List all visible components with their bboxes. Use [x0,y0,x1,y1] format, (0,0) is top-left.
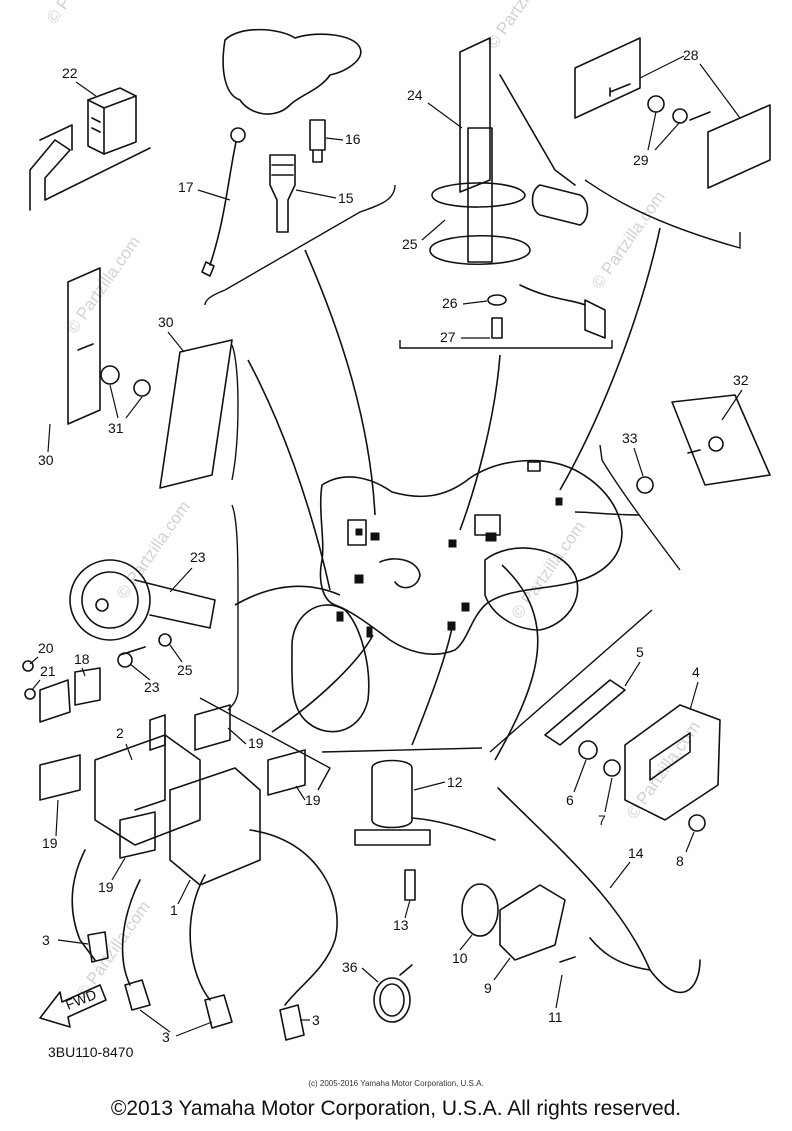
callout-27: 25 [402,236,418,252]
callout-24: 23 [144,679,160,695]
callout-12: 12 [447,774,463,790]
callout-19-coil: 19 [98,879,114,895]
callout-9: 9 [484,980,492,996]
callout-2: 2 [116,725,124,741]
callout-31: 29 [633,152,649,168]
watermark-mid-right: © Partzilla.com [508,518,589,623]
callout-20: 20 [38,640,54,656]
fwd-label: FWD [63,986,99,1013]
callout-1: 1 [170,902,178,918]
callout-18: 18 [74,651,90,667]
part-26-29-fuel-sender [429,37,606,339]
part-32-33-reflectors-left [67,267,233,489]
callout-3-bottom: 3 [162,1029,170,1045]
callout-4: 4 [692,664,700,680]
callout-6: 6 [566,792,574,808]
callout-25: 25 [177,662,193,678]
callout-21: 21 [40,663,56,679]
callout-16: 16 [345,131,361,147]
callout-19-top: 19 [248,735,264,751]
callout-3-right: 3 [312,1012,320,1028]
watermark-top-right: © Partzilla.com [483,0,564,52]
watermark-top-left: © Partzilla.com [43,0,124,27]
motorcycle-frame-outline [291,459,623,733]
callout-11: 11 [548,1009,563,1025]
callout-35: 33 [622,430,638,446]
watermark-left: © Partzilla.com [63,233,144,338]
callout-10: 10 [452,950,468,966]
callouts: 22 16 15 17 24 25 26 27 28 29 30 30 31 3… [29,47,749,1060]
part-3-plug-caps [71,829,338,1041]
watermark-low-left: © Partzilla.com [73,898,154,1003]
callout-13: 13 [393,917,409,933]
callout-3-left: 3 [42,932,50,948]
part-4-8-cdi-unit [544,679,721,832]
part-9-14-pickup [461,787,701,994]
part-1-2-19-ignition-coils [39,704,306,886]
callout-28: 26 [442,295,458,311]
part-36-cable-band [373,964,413,1023]
callout-22: 22 [62,65,78,81]
callout-23: 23 [190,549,206,565]
callout-14: 14 [628,845,644,861]
part-12-13-sensor [354,759,496,901]
watermark-mid-left: © Partzilla.com [113,498,194,603]
part-23-25-horn [69,559,216,668]
callout-7: 7 [598,812,606,828]
callout-32-top: 30 [158,314,174,330]
copyright-main-text: ©2013 Yamaha Motor Corporation, U.S.A. A… [110,1097,682,1120]
callout-32-bottom: 30 [38,452,54,468]
callout-17: 17 [178,179,194,195]
callout-30: 28 [683,47,699,63]
callout-36: 36 [342,959,358,975]
part-34-35-rear-reflector [636,394,771,494]
callout-34: 32 [733,372,749,388]
callout-26: 24 [407,87,423,103]
part-30-31-reflectors [574,37,771,189]
part-22-relay [29,87,151,211]
grouping-brackets [199,179,741,791]
callout-8: 8 [676,853,684,869]
callout-19-left: 19 [42,835,58,851]
leader-arrows [234,227,661,761]
part-15-16-17-switches [201,28,362,277]
callout-5: 5 [636,644,644,660]
part-18-21-bracket [22,660,101,723]
drawing-code: 3BU110-8470 [48,1044,134,1060]
callout-15: 15 [338,190,354,206]
callout-29: 27 [440,329,456,345]
callout-33: 31 [108,420,124,436]
callout-19-right: 19 [305,792,321,808]
copyright-small-text: (c) 2005-2016 Yamaha Motor Corporation, … [308,1079,484,1088]
